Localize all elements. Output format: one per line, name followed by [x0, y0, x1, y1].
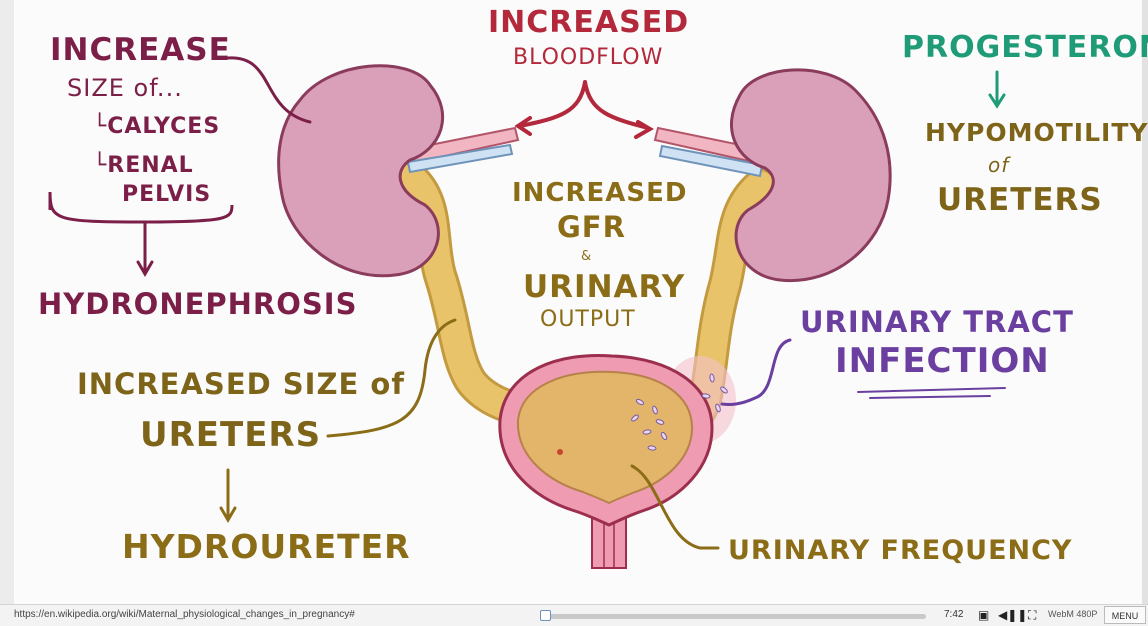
label-hypomotility: HYPOMOTILITY	[925, 120, 1148, 145]
label-urinary-tract: URINARY TRACT	[800, 308, 1074, 337]
label-size-of: SIZE of...	[67, 76, 183, 100]
time-display: 7:42	[944, 609, 963, 620]
label-urinary: URINARY	[523, 272, 685, 303]
label-urinary-frequency: URINARY FREQUENCY	[728, 537, 1072, 564]
menu-button[interactable]: MENU	[1104, 606, 1146, 624]
arrow-bloodflow	[520, 82, 648, 128]
label-ureters-left: URETERS	[140, 418, 321, 452]
label-increase: INCREASE	[50, 35, 231, 66]
player-control-bar: https://en.wikipedia.org/wiki/Maternal_p…	[0, 604, 1148, 626]
label-ureters-right: URETERS	[937, 185, 1103, 216]
arrow-progesterone	[990, 72, 1004, 106]
label-gfr: GFR	[557, 213, 626, 242]
label-bloodflow: BLOODFLOW	[513, 47, 663, 69]
label-pelvis: PELVIS	[122, 184, 211, 206]
label-increased-size-of: INCREASED SIZE of	[77, 370, 405, 399]
label-ampersand: &	[581, 250, 592, 263]
arrow-hydronephrosis	[138, 222, 152, 274]
label-increased-gfr: INCREASED	[512, 180, 688, 206]
label-renal: └RENAL	[93, 155, 194, 177]
seek-handle[interactable]	[540, 610, 551, 621]
label-of: of	[988, 155, 1009, 175]
label-output: OUTPUT	[540, 309, 636, 331]
seek-bar[interactable]	[540, 614, 926, 619]
status-url[interactable]: https://en.wikipedia.org/wiki/Maternal_p…	[14, 609, 355, 620]
label-increased-bloodflow: INCREASED	[488, 8, 689, 38]
label-progesterone: PROGESTERONE	[902, 33, 1148, 63]
video-frame[interactable]: INCREASE SIZE of... └CALYCES └RENAL PELV…	[0, 0, 1148, 604]
volume-icon[interactable]: ◀❚❚	[998, 608, 1027, 622]
underline-infection	[858, 388, 1005, 398]
label-hydroureter: HYDROURETER	[122, 530, 411, 563]
label-calyces: └CALYCES	[93, 116, 220, 138]
captions-icon[interactable]: ▣	[978, 608, 989, 622]
calyces-text: CALYCES	[107, 114, 220, 139]
label-infection: INFECTION	[835, 344, 1050, 378]
renal-text: RENAL	[107, 153, 193, 178]
format-label[interactable]: WebM 480P	[1048, 609, 1097, 619]
fullscreen-icon[interactable]: ⛶	[1028, 608, 1036, 622]
arrow-hydroureter	[221, 470, 235, 520]
label-hydronephrosis: HYDRONEPHROSIS	[38, 290, 357, 319]
